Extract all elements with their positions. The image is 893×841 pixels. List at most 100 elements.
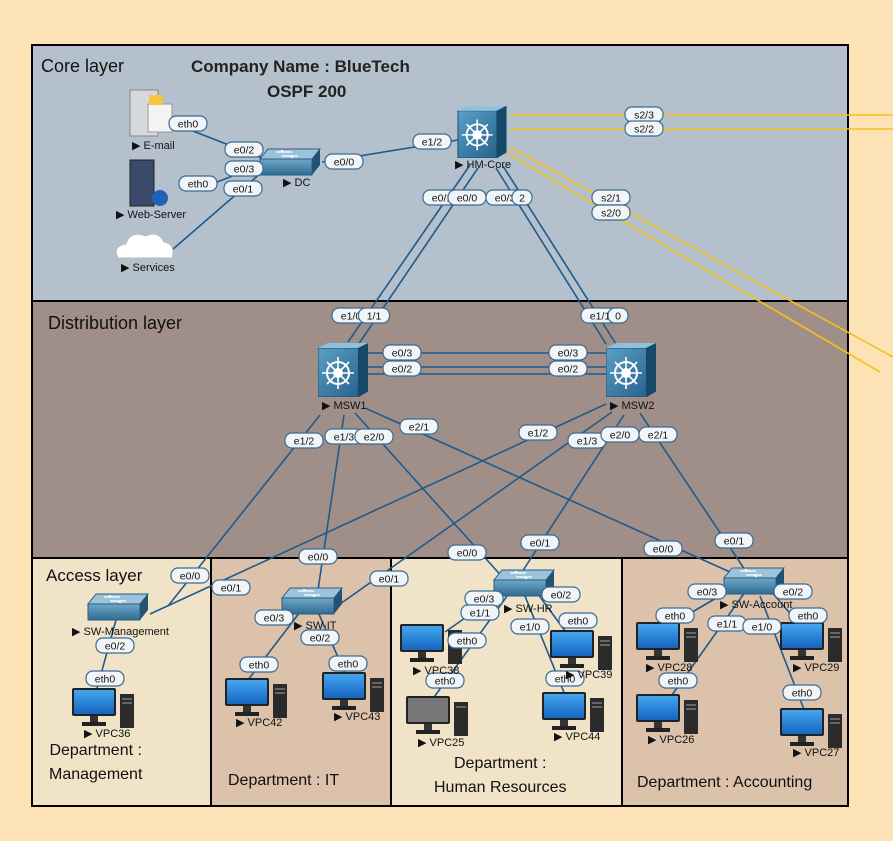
web-server-icon[interactable] <box>129 159 155 207</box>
svg-text:e1/1: e1/1 <box>470 608 491 620</box>
port-label-acct-e00: e0/0 <box>643 540 683 557</box>
core-layer-label: Core layer <box>41 56 125 76</box>
svg-text:eth0: eth0 <box>178 119 199 131</box>
sw-it-label: ▶ SW-IT <box>294 620 337 632</box>
core-layer-zone: Core layer <box>31 44 849 302</box>
port-label-dc-e02: e0/2 <box>224 141 264 158</box>
svg-text:e0/3: e0/3 <box>558 348 579 360</box>
svg-text:e0/2: e0/2 <box>783 587 804 599</box>
vpc39-icon[interactable] <box>550 630 612 670</box>
port-label-hr-e01: e0/1 <box>520 534 560 551</box>
svg-text:e1/2: e1/2 <box>528 428 549 440</box>
svg-text:e1/2: e1/2 <box>294 436 315 448</box>
management-department-label: Department :Management <box>49 742 143 783</box>
port-label-email-eth0: eth0 <box>168 115 208 132</box>
port-label-vpc43-eth0: eth0 <box>328 655 368 672</box>
svg-text:e0/3: e0/3 <box>697 587 718 599</box>
port-label-core-s21: s2/1 <box>591 189 631 206</box>
port-label-vpc26-eth0: eth0 <box>658 672 698 689</box>
svg-text:eth0: eth0 <box>792 688 813 700</box>
svg-text:eth0: eth0 <box>668 676 689 688</box>
svg-text:s2/1: s2/1 <box>601 193 621 205</box>
svg-text:e0/1: e0/1 <box>379 574 400 586</box>
svg-text:e0/2: e0/2 <box>234 145 255 157</box>
sw-management-label: ▶ SW-Management <box>72 626 169 638</box>
services-cloud-icon[interactable] <box>115 233 174 259</box>
svg-text:e0/1: e0/1 <box>432 193 453 205</box>
port-label-msw1-e21: e2/1 <box>399 418 439 435</box>
msw1-switch-icon[interactable] <box>318 343 368 397</box>
port-label-msw1-e20: e2/0 <box>354 428 394 445</box>
email-label: ▶ E-mail <box>132 140 175 152</box>
svg-text:e0/0: e0/0 <box>457 193 478 205</box>
vpc28-label: ▶ VPC28 <box>646 662 693 674</box>
svg-text:e1/0: e1/0 <box>341 311 362 323</box>
hr-department-zone: Department :Human Resources <box>390 557 623 807</box>
vpc43-icon[interactable] <box>322 672 384 712</box>
sw-management-icon[interactable] <box>87 593 149 621</box>
port-label-hr-e02: e0/2 <box>541 586 581 603</box>
sw-it-icon[interactable] <box>281 587 343 615</box>
port-label-it-e03: e0/3 <box>254 609 294 626</box>
port-label-web-eth0: eth0 <box>178 175 218 192</box>
svg-text:eth0: eth0 <box>338 659 359 671</box>
port-label-vpc39-eth0: eth0 <box>558 612 598 629</box>
port-label-msw1-e12: e1/2 <box>284 432 324 449</box>
vpc29-label: ▶ VPC29 <box>793 662 840 674</box>
svg-text:2: 2 <box>519 193 525 205</box>
port-label-vpc44-eth0: eth0 <box>545 670 585 687</box>
port-label-mgmt-e00: e0/0 <box>170 567 210 584</box>
svg-text:eth0: eth0 <box>568 616 589 628</box>
svg-text:s2/3: s2/3 <box>634 110 654 122</box>
port-label-msw2-e20: e2/0 <box>600 426 640 443</box>
svg-text:e1/0: e1/0 <box>520 622 541 634</box>
dc-label: ▶ DC <box>283 177 311 189</box>
svg-text:e0/3: e0/3 <box>392 348 413 360</box>
sw-hr-label: ▶ SW-HR <box>504 603 553 615</box>
svg-text:e1/1: e1/1 <box>590 311 611 323</box>
vpc28-icon[interactable] <box>636 622 698 662</box>
hm-core-router-icon[interactable] <box>456 106 508 158</box>
svg-text:e0/1: e0/1 <box>221 583 242 595</box>
svg-text:e0/1: e0/1 <box>530 538 551 550</box>
svg-text:e0/3: e0/3 <box>234 164 255 176</box>
svg-text:s2/2: s2/2 <box>634 124 654 136</box>
port-label-hr-e11: e1/1 <box>460 604 500 621</box>
svg-text:e0/3: e0/3 <box>474 594 495 606</box>
svg-text:e1/0: e1/0 <box>752 622 773 634</box>
port-label-dc-e03: e0/3 <box>224 160 264 177</box>
port-label-vpc36-eth0: eth0 <box>85 670 125 687</box>
vpc42-icon[interactable] <box>225 678 287 718</box>
port-label-acct-e11: e1/1 <box>707 615 747 632</box>
vpc27-label: ▶ VPC27 <box>793 747 840 759</box>
distribution-layer-label: Distribution layer <box>48 313 183 333</box>
port-label-core-e00: e0/0 <box>447 189 487 206</box>
vpc27-icon[interactable] <box>780 708 842 748</box>
svg-text:e0/0: e0/0 <box>334 157 355 169</box>
svg-text:e0/0: e0/0 <box>180 571 201 583</box>
vpc43-label: ▶ VPC43 <box>334 711 381 723</box>
vpc42-label: ▶ VPC42 <box>236 717 283 729</box>
dc-switch-icon[interactable] <box>259 148 321 176</box>
vpc36-icon[interactable] <box>72 688 134 728</box>
svg-text:e2/0: e2/0 <box>610 430 631 442</box>
vpc36-label: ▶ VPC36 <box>84 728 131 740</box>
web-server-label: ▶ Web-Server <box>116 209 186 221</box>
globe-icon <box>152 190 168 206</box>
vpc25-icon[interactable] <box>406 696 468 736</box>
port-label-core-e12: e1/2 <box>412 133 452 150</box>
svg-text:eth0: eth0 <box>249 660 270 672</box>
port-label-acct-e10: e1/0 <box>742 618 782 635</box>
svg-text:eth0: eth0 <box>555 674 576 686</box>
port-label-dc-e00: e0/0 <box>324 153 364 170</box>
vpc26-icon[interactable] <box>636 694 698 734</box>
msw2-switch-icon[interactable] <box>606 343 656 397</box>
serial-link-s2-0 <box>506 152 881 373</box>
company-name-title: Company Name : BlueTech <box>191 57 410 76</box>
vpc44-icon[interactable] <box>542 692 604 732</box>
port-label-msw1-e11: 1/1 <box>357 307 391 324</box>
vpc29-icon[interactable] <box>780 622 842 662</box>
port-label-core-s23: s2/3 <box>624 106 664 123</box>
svg-text:e0/3: e0/3 <box>264 613 285 625</box>
